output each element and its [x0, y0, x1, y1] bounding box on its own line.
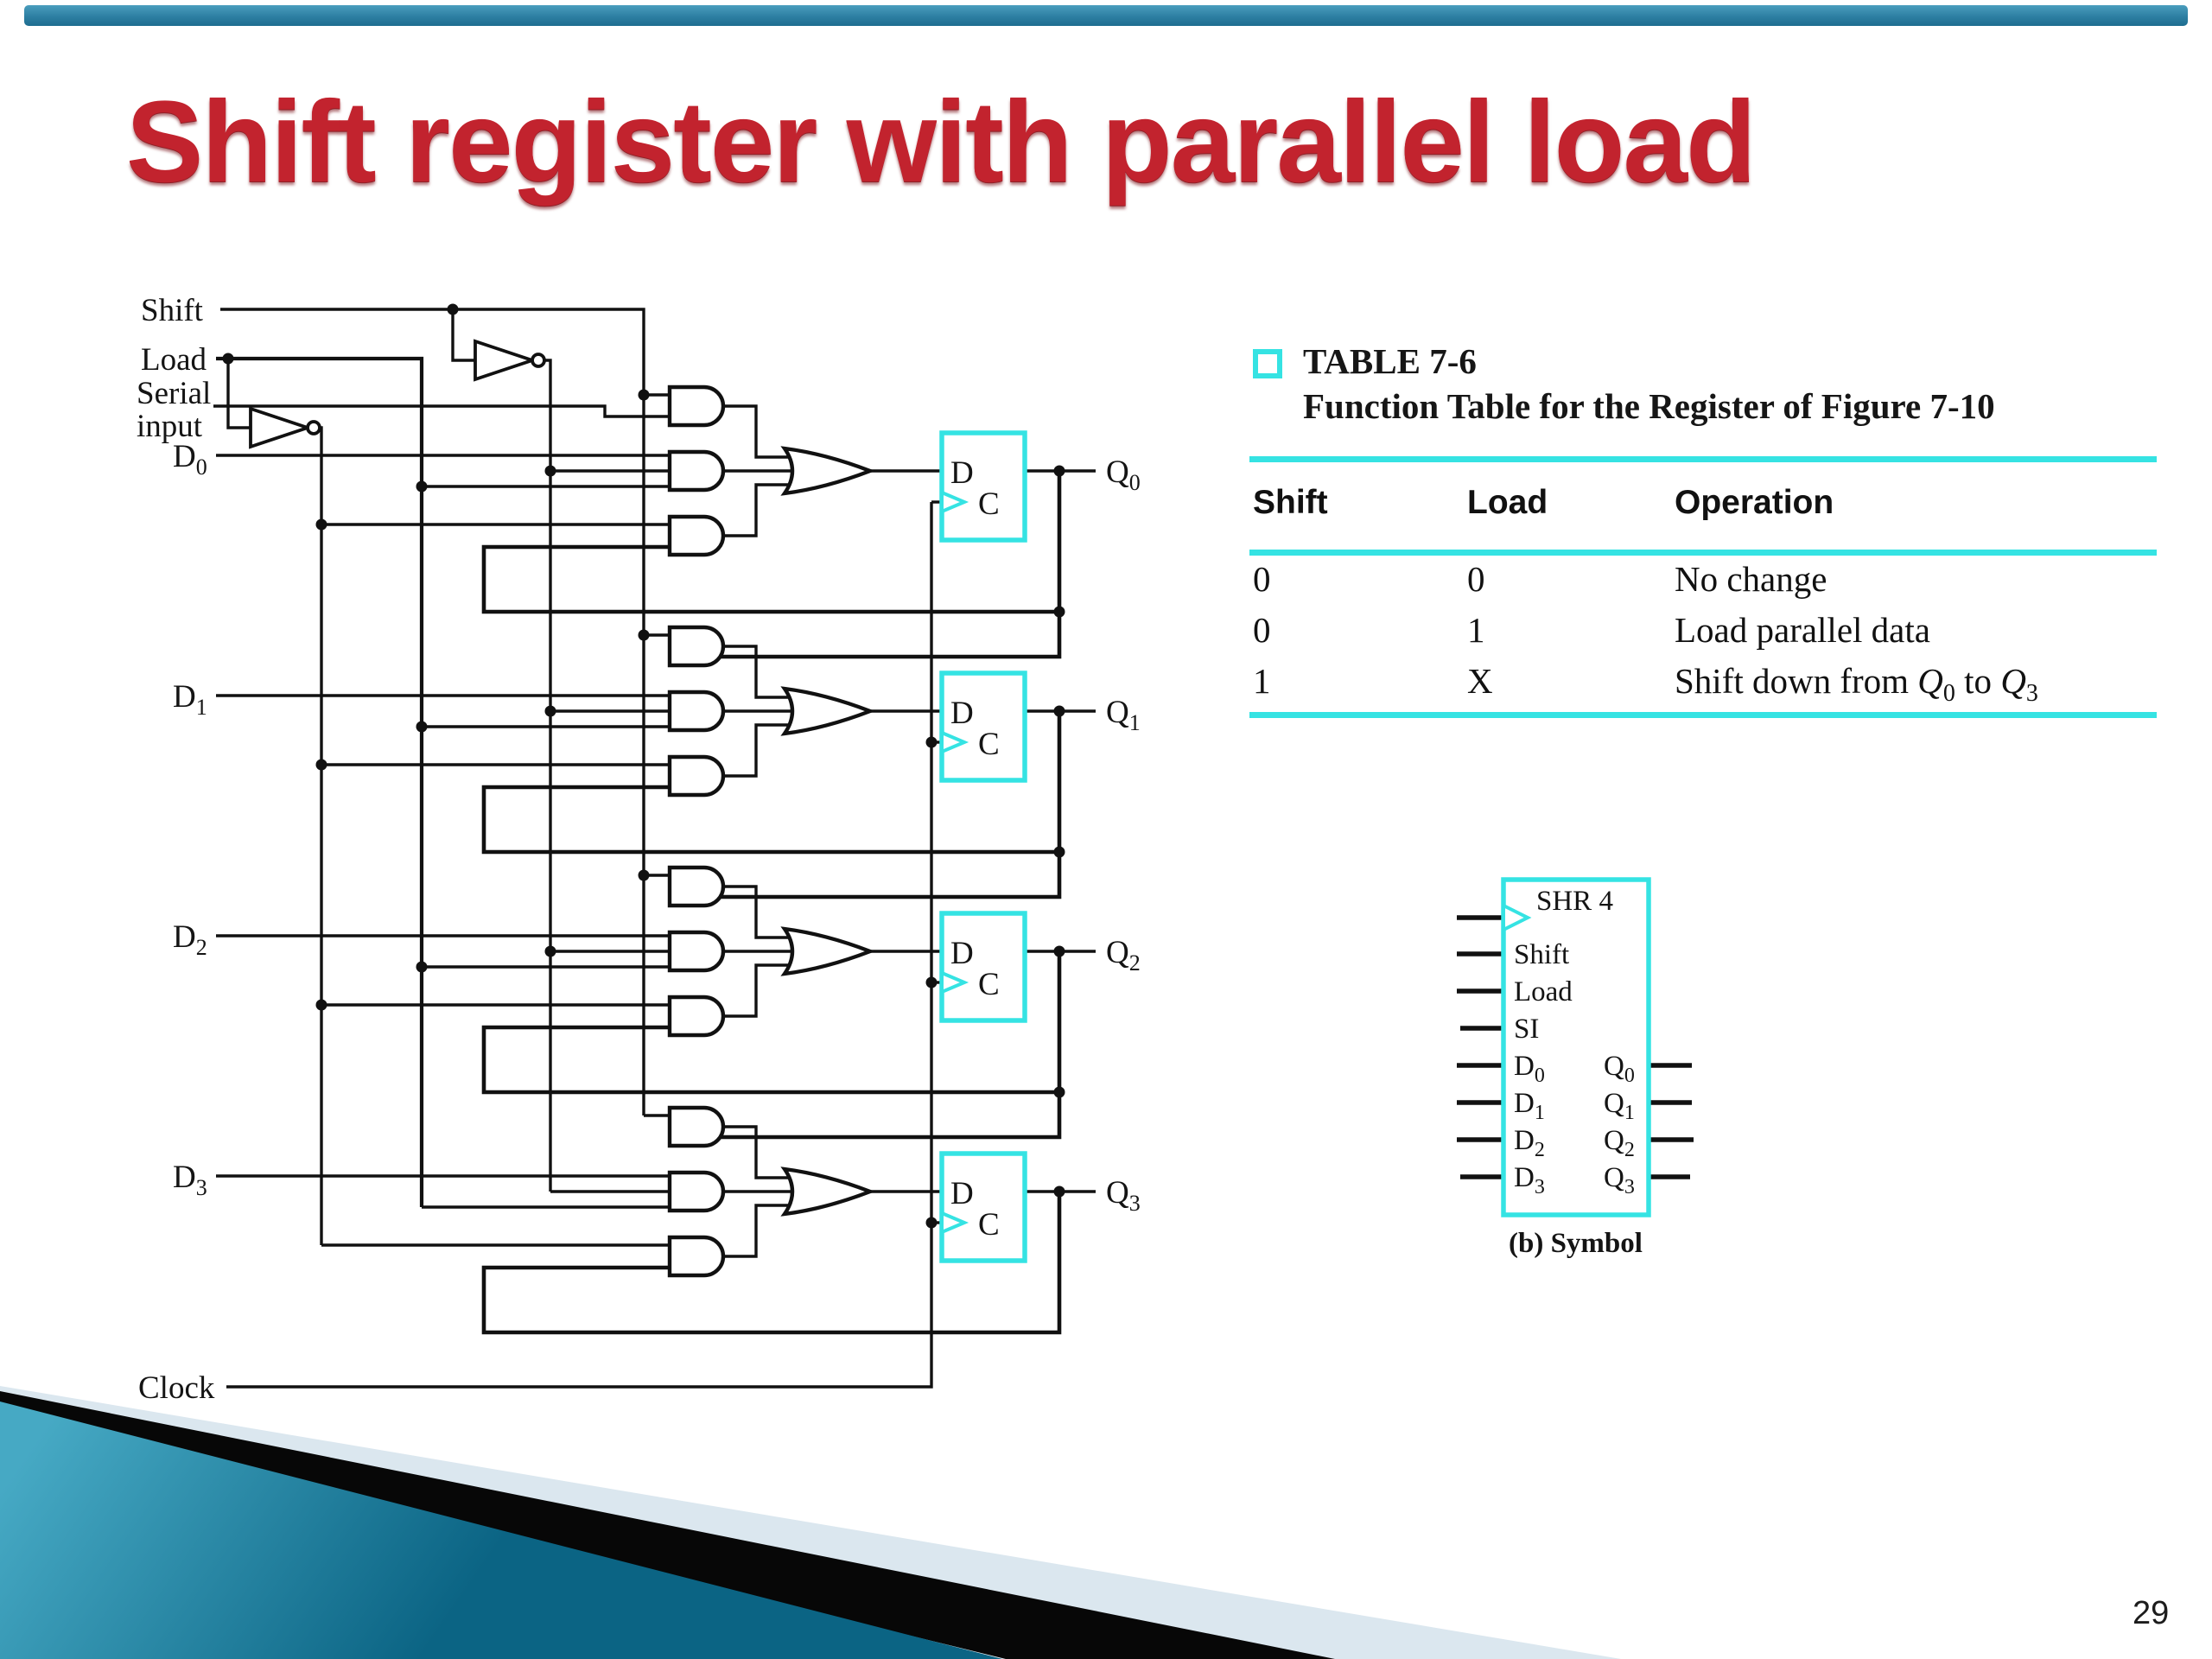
table-cell: X: [1467, 661, 1493, 701]
serial-input-label: input: [137, 409, 203, 444]
table-cell: 0: [1253, 559, 1271, 599]
table-rule: [1249, 550, 2157, 556]
table-cell: 0: [1467, 559, 1485, 599]
symbol-box: [1501, 877, 1651, 1217]
q2-label: Q2: [1106, 935, 1141, 976]
table-cell: Load parallel data: [1675, 610, 1930, 650]
table-cell: No change: [1675, 559, 1827, 599]
inverter-bubble-icon: [306, 420, 321, 435]
junction-dots: [222, 303, 1065, 1229]
col-header-load: Load: [1467, 484, 1548, 521]
symbol-d3-label: D3: [1514, 1162, 1545, 1198]
q0-label: Q0: [1106, 454, 1141, 495]
symbol-d2-label: D2: [1514, 1125, 1545, 1161]
table-rule: [1249, 456, 2157, 462]
clock-wire: [226, 502, 933, 1389]
shift-not-rail: [544, 359, 552, 1192]
clock-edge-icon: [1502, 902, 1532, 933]
symbol-diagram: SHR 4 Shift Load SI D0 D1 D2 D3 Q0 Q1 Q2…: [1457, 877, 1694, 1259]
d3-label: D3: [173, 1160, 207, 1200]
d2-label: D2: [173, 919, 207, 960]
table-title: TABLE 7-6: [1303, 341, 1477, 381]
d1-label: D1: [173, 679, 207, 720]
circuit-labels: Shift Load Serial input Clock D0 D1 D2 D…: [137, 293, 1141, 1406]
symbol-title: SHR 4: [1536, 886, 1613, 917]
symbol-labels: SHR 4 Shift Load SI D0 D1 D2 D3 Q0 Q1 Q2…: [1509, 886, 1643, 1259]
shift-label: Shift: [141, 293, 204, 328]
top-accent-bar: [24, 5, 2188, 26]
function-table: TABLE 7-6 Function Table for the Registe…: [1244, 335, 2195, 741]
q1-label: Q1: [1106, 695, 1141, 735]
serial-input-wire: [213, 404, 670, 418]
shift-inverter-icon: [474, 339, 538, 382]
symbol-q2-label: Q2: [1604, 1125, 1635, 1161]
load-not-rail: [320, 426, 323, 1245]
q3-label: Q3: [1106, 1175, 1141, 1216]
symbol-q1-label: Q1: [1604, 1088, 1635, 1124]
load-inverter-icon: [249, 406, 314, 449]
clock-label: Clock: [138, 1370, 215, 1406]
symbol-pins: [1457, 915, 1694, 1179]
load-wire: [216, 356, 424, 1207]
symbol-d0-label: D0: [1514, 1051, 1545, 1087]
symbol-q0-label: Q0: [1604, 1051, 1635, 1087]
bottom-wedge: [0, 1386, 1621, 1659]
symbol-load-label: Load: [1514, 976, 1573, 1007]
wedge-teal-layer: [0, 1402, 1002, 1659]
table-cell: Shift down from Q0 to Q3: [1675, 661, 2038, 708]
serial-input-label: Serial: [137, 376, 211, 411]
page-number: 29: [2133, 1595, 2170, 1631]
symbol-caption: (b) Symbol: [1509, 1228, 1643, 1259]
symbol-q3-label: Q3: [1604, 1162, 1635, 1198]
shift-wire: [220, 308, 645, 1116]
table-cell: 0: [1253, 610, 1271, 650]
shift-chain-wire: [670, 612, 1062, 659]
page-title: Shift register with parallel load: [126, 78, 1757, 207]
shift-chain-wire: [670, 1092, 1062, 1140]
col-header-shift: Shift: [1253, 484, 1328, 521]
symbol-si-label: SI: [1514, 1014, 1539, 1045]
table-rule: [1249, 712, 2157, 718]
table-cell: 1: [1253, 661, 1271, 701]
table-cell: 1: [1467, 610, 1485, 650]
symbol-shift-label: Shift: [1514, 939, 1569, 970]
col-header-operation: Operation: [1675, 484, 1834, 521]
load-label: Load: [141, 342, 207, 378]
d0-label: D0: [173, 439, 207, 480]
bullet-square-icon: [1253, 349, 1282, 378]
inverter-bubble-icon: [531, 353, 546, 368]
table-subtitle: Function Table for the Register of Figur…: [1303, 386, 1995, 426]
shift-chain-wire: [670, 852, 1062, 899]
symbol-d1-label: D1: [1514, 1088, 1545, 1124]
